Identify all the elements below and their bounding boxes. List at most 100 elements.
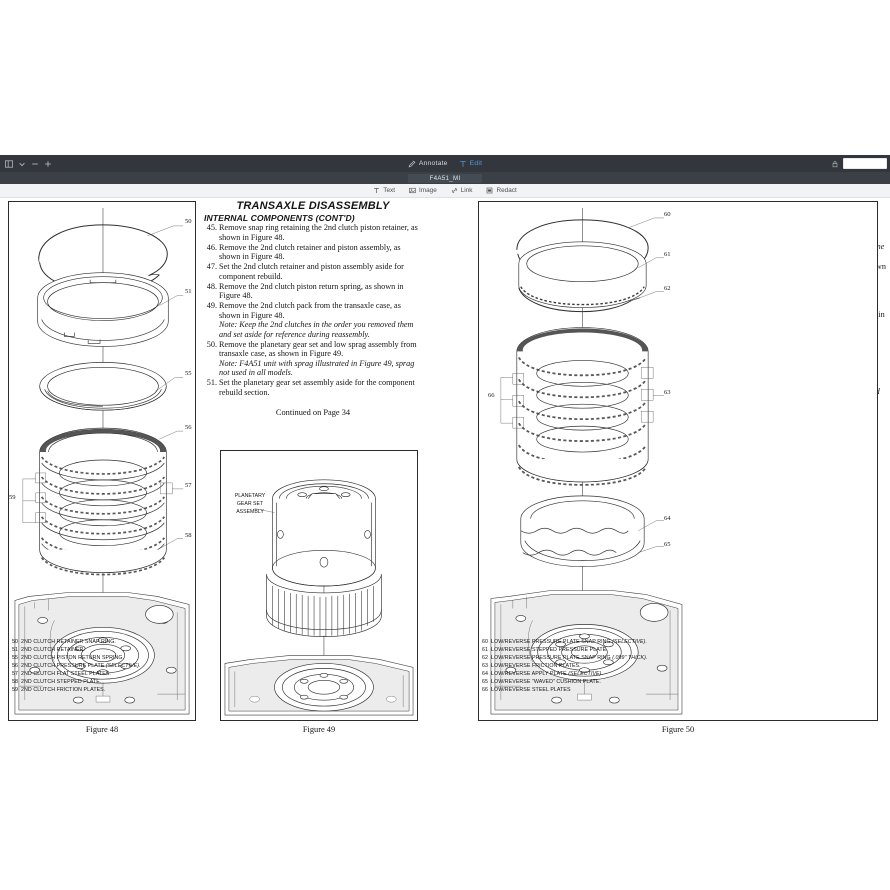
callout-56: 56	[185, 424, 192, 431]
callout-65: 65	[664, 541, 671, 548]
list-item: 49. Remove the 2nd clutch pack from the …	[204, 301, 422, 339]
part-56-59-clutch-pack	[39, 427, 167, 576]
edit-label: Edit	[469, 160, 483, 167]
transaxle-case-illustration-fig50	[490, 590, 683, 715]
figure-48-legend: 50 2ND CLUTCH RETAINER SNAP RING. 51 2ND…	[12, 638, 141, 694]
figure-48-drawing	[14, 207, 190, 715]
legend-row: 66 LOW/REVERSE STEEL PLATES	[482, 687, 571, 694]
part-60-62-snap-rings	[516, 219, 649, 313]
left-page-text-column: TRANSAXLE DISASSEMBLY INTERNAL COMPONENT…	[204, 200, 422, 417]
continued-note: Continued on Page 34	[275, 408, 351, 418]
part-64-65-apply-waved-plate	[520, 495, 645, 567]
redact-button[interactable]: Redact	[486, 187, 517, 194]
list-item: 45. Remove snap ring retaining the 2nd c…	[206, 223, 418, 242]
text-icon	[373, 187, 380, 194]
insert-image-label: Image	[418, 187, 437, 194]
annotate-button[interactable]: Annotate	[408, 160, 448, 168]
zoom-out-icon[interactable]	[31, 160, 39, 168]
callout-58: 58	[185, 532, 192, 539]
part-55-return-spring	[39, 362, 167, 411]
text-cursor-icon	[459, 160, 467, 168]
figure-50-drawing	[490, 207, 683, 715]
image-icon	[409, 187, 416, 194]
insert-link-button[interactable]: Link	[451, 187, 473, 194]
panel-toggle-icon[interactable]	[5, 159, 13, 168]
tab-bar: F4A51_MI	[0, 172, 890, 184]
redact-icon	[486, 187, 493, 194]
left-steps-list: 45. Remove snap ring retaining the 2nd c…	[204, 223, 422, 397]
legend-row: 63 LOW/REVERSE FRICTION PLATES.	[482, 663, 581, 670]
legend-row: 57 2ND CLUTCH FLAT STEEL PLATES.	[12, 671, 111, 678]
document-viewport[interactable]: TRANSAXLE DISASSEMBLY INTERNAL COMPONENT…	[0, 198, 890, 758]
callout-57: 57	[185, 482, 192, 489]
callout-51: 51	[185, 288, 192, 295]
document-page-right: TRANSAXLE DISASSEMBLY INTERNAL COMPONENT…	[478, 198, 890, 738]
document-page-left: TRANSAXLE DISASSEMBLY INTERNAL COMPONENT…	[8, 198, 428, 738]
chevron-down-icon[interactable]	[18, 160, 26, 168]
lock-icon[interactable]	[831, 160, 839, 168]
list-item: 48. Remove the 2nd clutch piston return …	[206, 281, 404, 301]
edit-button[interactable]: Edit	[459, 160, 483, 168]
callout-62: 62	[664, 285, 671, 292]
legend-row: 55 2ND CLUTCH PISTON RETURN SPRING.	[12, 655, 125, 662]
list-item: 47. Set the 2nd clutch retainer and pist…	[206, 262, 404, 281]
insert-text-button[interactable]: Text	[373, 187, 395, 194]
callout-60: 60	[664, 211, 671, 218]
list-item: 50. Remove the planetary gear set and lo…	[204, 340, 422, 378]
legend-row: 50 2ND CLUTCH RETAINER SNAP RING.	[12, 639, 116, 645]
figure-48	[8, 201, 196, 721]
primary-toolbar: Annotate Edit	[0, 155, 890, 172]
annotate-label: Annotate	[418, 160, 448, 167]
legend-row: 59 2ND CLUTCH FRICTION PLATES.	[12, 687, 106, 694]
callout-55: 55	[185, 370, 192, 377]
part-63-66-plate-stack	[516, 327, 649, 486]
viewer-bottom-blank-area	[0, 758, 890, 890]
callout-61: 61	[664, 251, 671, 258]
toolbar-right-group	[831, 155, 890, 172]
zoom-in-icon[interactable]	[44, 160, 52, 168]
figure-48-caption: Figure 48	[85, 725, 119, 734]
insert-image-button[interactable]: Image	[409, 187, 437, 194]
link-icon	[451, 187, 458, 194]
toolbar-tool-group: Annotate Edit	[0, 155, 890, 172]
legend-row: 58 2ND CLUTCH STEPPED PLATE.	[12, 679, 102, 686]
secondary-toolbar: Text Image Link Redact	[0, 184, 890, 198]
callout-59: 59	[9, 494, 16, 501]
planetary-gear-set-label: PLANETARY GEAR SET ASSEMBLY	[234, 493, 266, 515]
note-text: Note: Keep the 2nd clutches in the order…	[219, 320, 414, 339]
legend-row: 65 LOW/REVERSE "WAVED" CUSHION PLATE.	[482, 679, 601, 686]
insert-link-label: Link	[460, 187, 473, 194]
viewer-top-blank-area	[0, 0, 890, 155]
app-chrome: Annotate Edit F4A51_MI Text	[0, 155, 890, 198]
figure-50-caption: Figure 50	[661, 725, 695, 734]
part-51-retainer	[37, 272, 169, 347]
page-subtitle: INTERNAL COMPONENTS (CONT'D)	[204, 213, 355, 223]
document-tab[interactable]: F4A51_MI	[407, 173, 483, 183]
note-text: Note: F4A51 unit with sprag illustrated …	[219, 358, 415, 378]
callout-64: 64	[664, 515, 671, 522]
legend-row: 62 LOW/REVERSE PRESSURE PLATE SNAP RING …	[482, 655, 648, 662]
legend-row: 64 LOW/REVERSE APPLY PLATE (SELECTIVE).	[482, 671, 603, 678]
figure-50	[478, 201, 878, 721]
callout-66: 66	[488, 392, 495, 399]
callout-63: 63	[664, 389, 671, 396]
pencil-icon	[408, 160, 416, 168]
list-item: 46. Remove the 2nd clutch retainer and p…	[206, 242, 401, 262]
transaxle-case-illustration-fig49	[224, 655, 414, 716]
planetary-gear-set	[266, 479, 382, 637]
figure-49: PLANETARY GEAR SET ASSEMBLY	[220, 450, 418, 721]
transaxle-case-illustration	[14, 592, 190, 715]
figure-49-drawing	[224, 479, 414, 716]
redact-label: Redact	[496, 187, 517, 194]
figure-49-caption: Figure 49	[302, 725, 336, 734]
legend-row: 56 2ND CLUTCH PRESSURE PLATE (SELECTIVE)…	[12, 663, 141, 670]
insert-text-label: Text	[383, 187, 395, 194]
page-title: TRANSAXLE DISASSEMBLY	[236, 200, 390, 212]
legend-row: 51 2ND CLUTCH RETAINER.	[12, 647, 85, 654]
callout-50: 50	[185, 218, 192, 225]
legend-row: 61 LOW/REVERSE STEPPED PRESSURE PLATE.	[482, 647, 608, 654]
search-input[interactable]	[843, 158, 887, 169]
toolbar-left-group	[0, 159, 52, 168]
list-item: 51. Set the planetary gear set assembly …	[206, 378, 415, 397]
figure-50-legend: 60 LOW/REVERSE PRESSURE PLATE SNAP RING …	[482, 638, 647, 694]
